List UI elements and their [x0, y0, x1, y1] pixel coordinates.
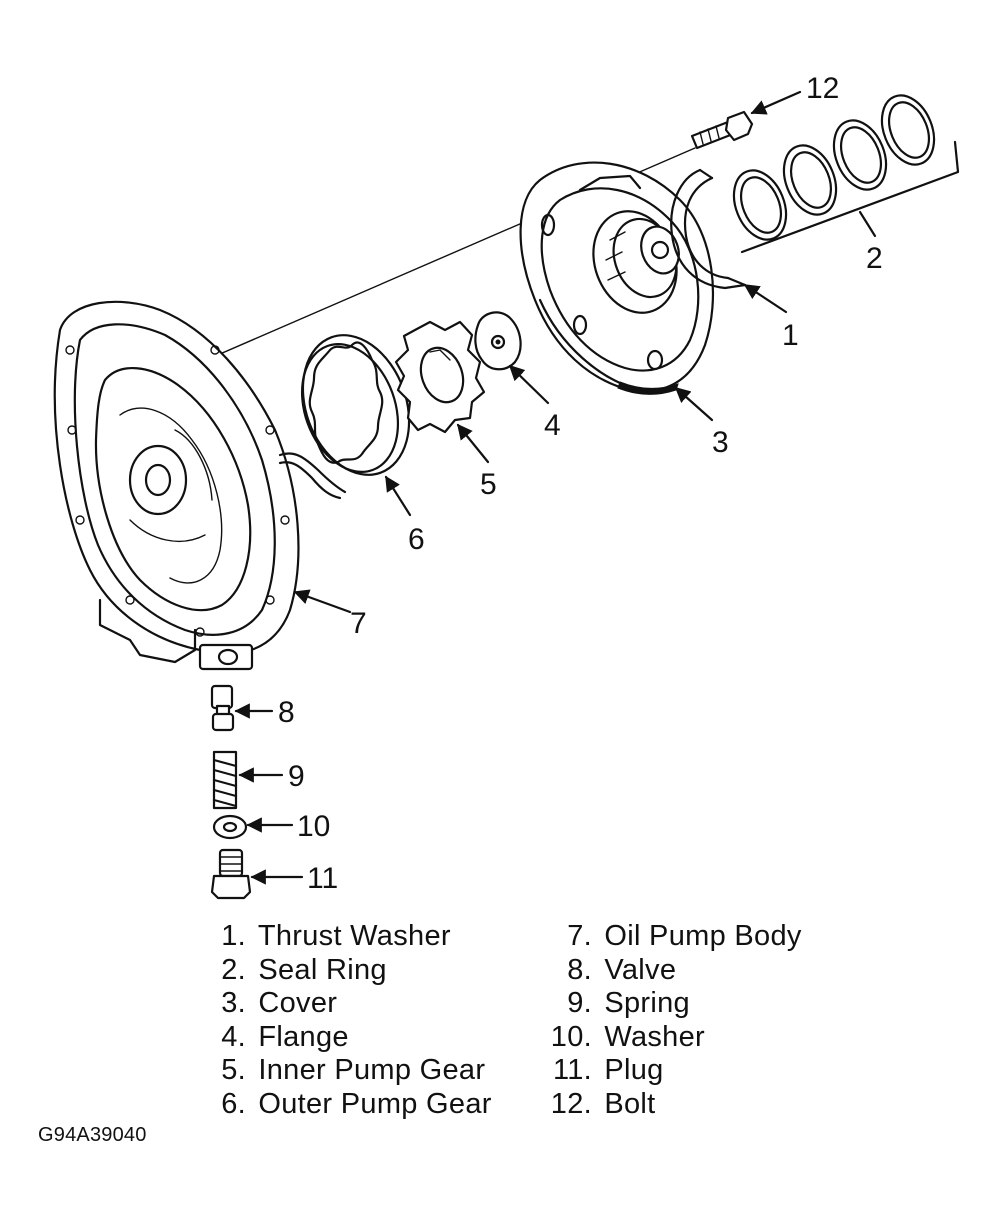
legend-number: 10.: [550, 1020, 592, 1053]
legend-item: 3. Cover: [200, 987, 492, 1021]
callout-label-10: 10: [297, 810, 330, 843]
legend-number: 1.: [221, 920, 246, 952]
callout-label-7: 7: [350, 607, 367, 640]
legend-label: Thrust Washer: [257, 920, 451, 952]
legend-item: 9. Spring: [546, 987, 802, 1021]
inner-pump-gear: [394, 320, 486, 434]
legend-label: Flange: [258, 1020, 349, 1053]
callout-arrow-4: [508, 364, 550, 405]
callout-label-6: 6: [408, 523, 425, 556]
legend-item: 10. Washer: [546, 1021, 802, 1055]
legend-label: Plug: [604, 1054, 664, 1086]
legend-number: 11.: [552, 1054, 592, 1086]
legend-label: Spring: [604, 987, 690, 1019]
cover: [519, 161, 714, 395]
callout-label-8: 8: [278, 696, 295, 729]
legend-item: 6. Outer Pump Gear: [200, 1088, 492, 1122]
legend-number: 3.: [221, 987, 246, 1019]
outer-pump-gear: [300, 334, 411, 476]
spring: [212, 750, 238, 810]
callout-arrow-6: [384, 475, 412, 517]
legend-item: 5. Inner Pump Gear: [200, 1054, 492, 1088]
legend-label: Washer: [604, 1020, 705, 1053]
legend-item: 7. Oil Pump Body: [546, 920, 802, 954]
legend-number: 9.: [567, 987, 592, 1019]
legend-label: Oil Pump Body: [604, 920, 802, 952]
oil-pump-body: [53, 300, 347, 671]
flange: [474, 311, 522, 371]
washer-part: [212, 814, 248, 840]
legend-number: 2.: [221, 953, 246, 986]
legend-number: 5.: [221, 1054, 246, 1086]
callout-label-12: 12: [806, 72, 839, 105]
callout-arrow-5: [456, 423, 490, 464]
legend-item: 12. Bolt: [546, 1088, 802, 1122]
legend-item: 1. Thrust Washer: [200, 920, 492, 954]
callout-label-1: 1: [782, 319, 799, 352]
legend-label: Cover: [258, 987, 338, 1019]
plug: [210, 848, 252, 900]
legend-column-right: 7. Oil Pump Body 8. Valve 9. Spring 10. …: [546, 920, 802, 1121]
legend-column-left: 1. Thrust Washer 2. Seal Ring 3. Cover 4…: [200, 920, 492, 1121]
legend-label: Inner Pump Gear: [258, 1054, 486, 1086]
callout-label-11: 11: [307, 862, 338, 895]
callout-label-9: 9: [288, 760, 305, 793]
legend-label: Valve: [604, 953, 677, 986]
callout-arrow-1: [743, 283, 788, 314]
legend-label: Outer Pump Gear: [258, 1087, 492, 1120]
callout-arrow-3: [674, 386, 714, 422]
thrust-washer: [670, 168, 747, 290]
legend-number: 8.: [567, 953, 592, 986]
seal-rings: [732, 94, 960, 254]
legend-number: 6.: [221, 1087, 246, 1120]
legend-label: Seal Ring: [258, 953, 387, 986]
callout-arrow-7: [293, 589, 352, 614]
legend-item: 4. Flange: [200, 1021, 492, 1055]
callout-label-2: 2: [866, 242, 883, 275]
legend-item: 8. Valve: [546, 954, 802, 988]
figure-code: G94A39040: [38, 1124, 147, 1146]
legend-number: 7.: [567, 920, 592, 952]
legend-number: 12.: [550, 1087, 592, 1120]
valve: [210, 684, 235, 732]
callout-label-4: 4: [544, 409, 561, 442]
legend-number: 4.: [221, 1020, 246, 1053]
legend-item: 11. Plug: [546, 1054, 802, 1088]
bolt: [690, 110, 754, 150]
callout-arrow-12: [750, 90, 802, 115]
callout-label-3: 3: [712, 426, 729, 459]
legend-item: 2. Seal Ring: [200, 954, 492, 988]
legend-label: Bolt: [604, 1087, 656, 1120]
callout-label-5: 5: [480, 468, 497, 501]
